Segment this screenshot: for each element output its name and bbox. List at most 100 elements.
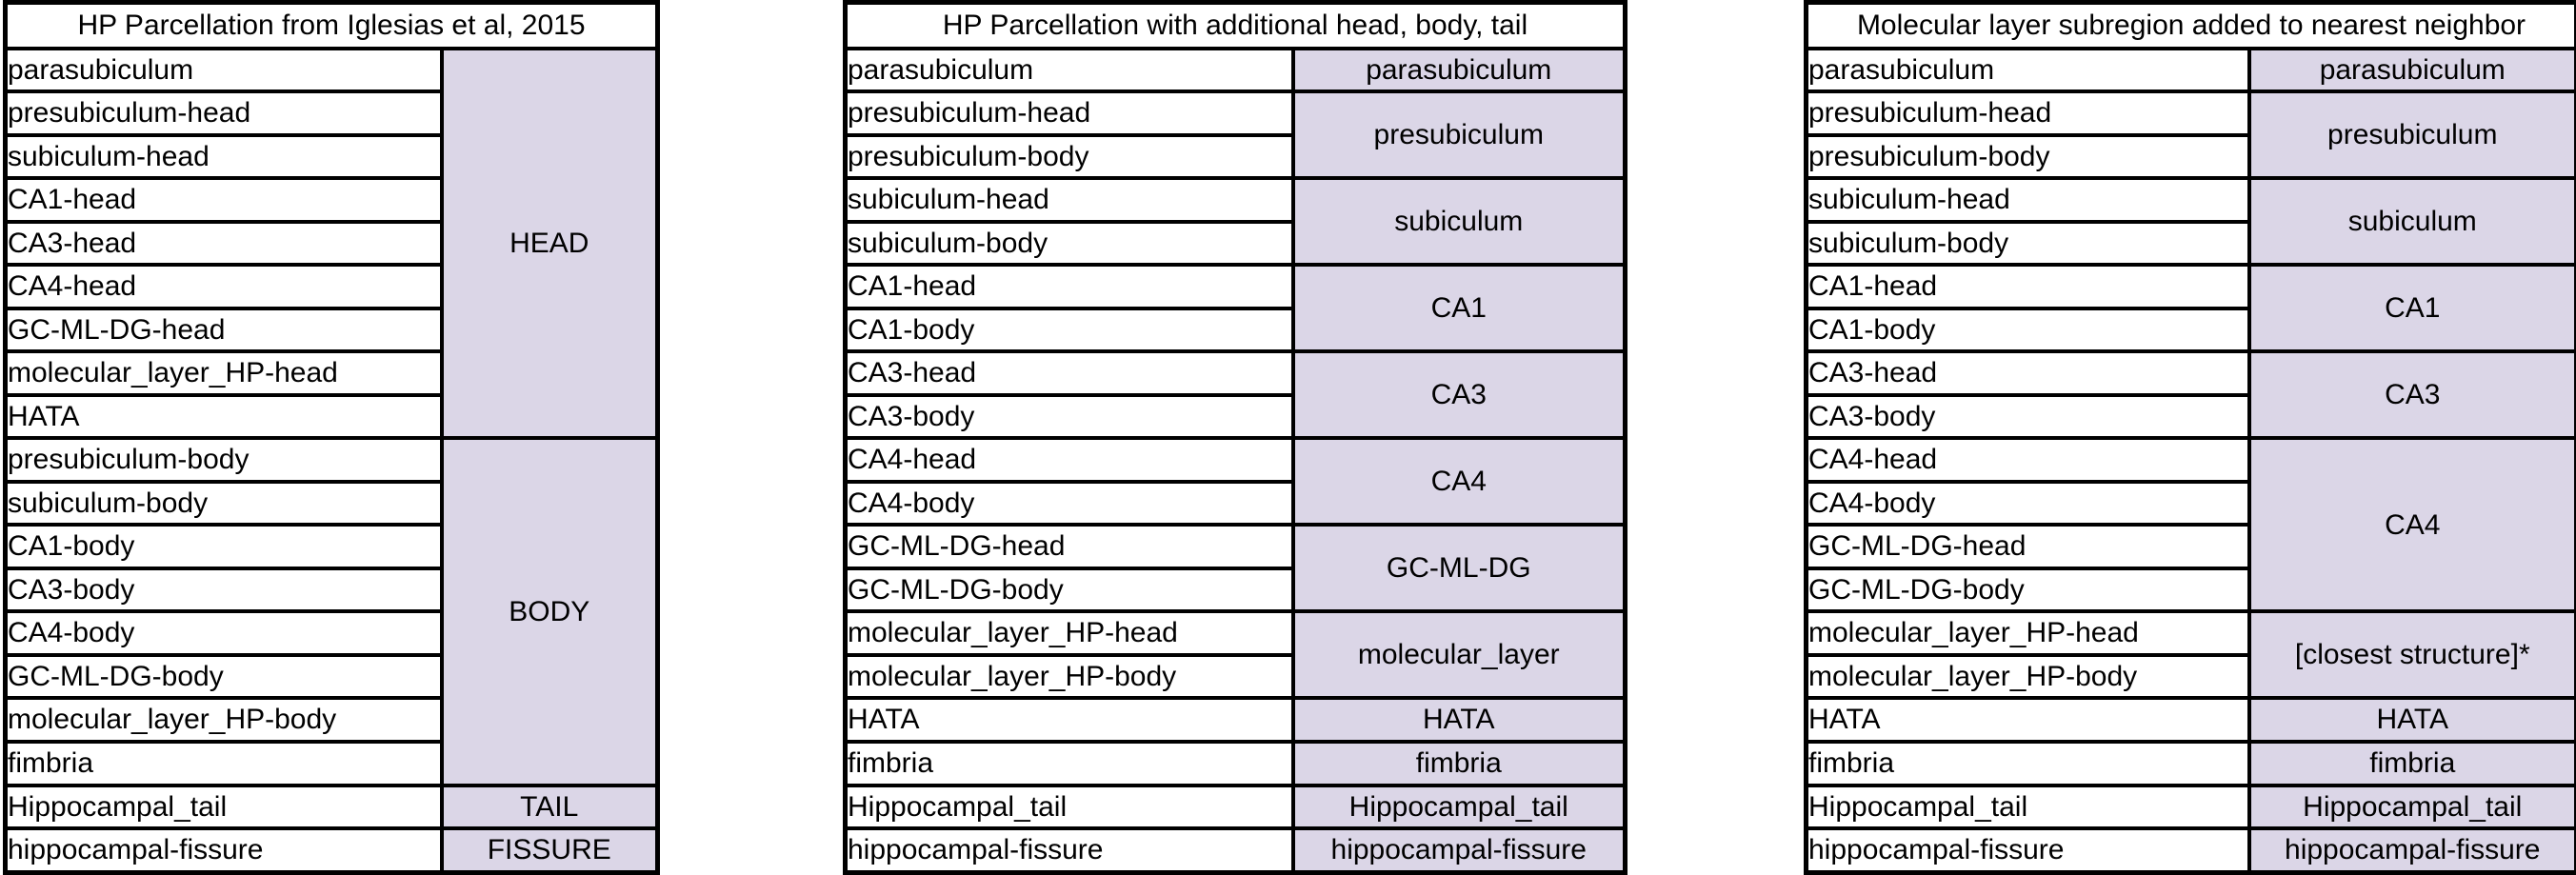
table-row: presubiculum-body: [1804, 132, 2576, 181]
parcellation-table-1: HP Parcellation from Iglesias et al, 201…: [3, 0, 660, 875]
table-row: subiculum-body: [1804, 219, 2576, 268]
source-label-cell: molecular_layer_HP-body: [1804, 652, 2251, 701]
source-label-cell: fimbria: [3, 740, 444, 787]
source-label-cell: CA1-body: [3, 523, 444, 570]
source-label-cell: CA3-head: [3, 219, 444, 268]
target-group-cell: subiculum: [1290, 176, 1627, 268]
source-label-cell: subiculum-body: [3, 479, 444, 527]
table-row: molecular_layer_HP-head[closest structur…: [1804, 609, 2576, 701]
target-group-cell: hippocampal-fissure: [2247, 826, 2576, 875]
table-row: CA4-body: [1804, 479, 2576, 527]
source-label-cell: CA4-body: [3, 609, 444, 657]
source-label-cell: hippocampal-fissure: [3, 826, 444, 875]
table-row: GC-ML-DG-body: [3, 652, 658, 701]
table-title: HP Parcellation from Iglesias et al, 201…: [3, 0, 660, 50]
target-group-cell: CA4: [2247, 436, 2576, 614]
source-label-cell: subiculum-head: [1804, 176, 2251, 224]
target-group-cell: HATA: [2247, 696, 2576, 744]
target-group-cell: subiculum: [2247, 176, 2576, 268]
target-group-cell: HATA: [1290, 696, 1627, 744]
source-label-cell: molecular_layer_HP-body: [843, 652, 1295, 701]
source-label-cell: GC-ML-DG-head: [1804, 523, 2251, 570]
table-title: HP Parcellation with additional head, bo…: [843, 0, 1627, 50]
source-label-cell: GC-ML-DG-head: [3, 306, 444, 354]
table-row: molecular_layer_HP-body: [1804, 652, 2576, 701]
table-row: molecular_layer_HP-body: [3, 696, 658, 744]
table-row: molecular_layer_HP-body: [843, 652, 1626, 701]
table-row: presubiculum-body: [843, 132, 1626, 181]
source-label-cell: hippocampal-fissure: [1804, 826, 2251, 875]
source-label-cell: presubiculum-head: [843, 89, 1295, 137]
source-label-cell: CA3-head: [843, 349, 1295, 397]
source-label-cell: HATA: [3, 392, 444, 441]
source-label-cell: presubiculum-head: [3, 89, 444, 137]
table-row: GC-ML-DG-head: [3, 306, 658, 354]
source-label-cell: CA4-head: [843, 436, 1295, 484]
table-row: presubiculum-head: [3, 89, 658, 137]
source-label-cell: CA4-head: [3, 263, 444, 310]
source-label-cell: presubiculum-body: [1804, 132, 2251, 181]
source-label-cell: molecular_layer_HP-body: [3, 696, 444, 744]
source-label-cell: Hippocampal_tail: [3, 783, 444, 831]
source-label-cell: molecular_layer_HP-head: [1804, 609, 2251, 657]
source-label-cell: Hippocampal_tail: [843, 783, 1295, 831]
table-row: fimbria: [3, 740, 658, 787]
source-label-cell: CA3-head: [1804, 349, 2251, 397]
table-row: CA3-head: [3, 219, 658, 268]
source-label-cell: GC-ML-DG-body: [3, 652, 444, 701]
source-label-cell: CA4-head: [1804, 436, 2251, 484]
source-label-cell: presubiculum-body: [843, 132, 1295, 181]
table-row: CA1-head: [3, 176, 658, 224]
source-label-cell: CA3-body: [3, 566, 444, 614]
target-group-cell: CA3: [2247, 349, 2576, 441]
table-row: CA1-body: [3, 523, 658, 570]
table-row: CA3-body: [3, 566, 658, 614]
target-group-cell: TAIL: [439, 783, 660, 831]
table-row: CA4-body: [843, 479, 1626, 527]
target-group-cell: presubiculum: [1290, 89, 1627, 181]
source-label-cell: GC-ML-DG-head: [843, 523, 1295, 570]
table-title-row: HP Parcellation with additional head, bo…: [843, 0, 1627, 50]
table-row: CA3-body: [843, 392, 1626, 441]
source-label-cell: presubiculum-head: [1804, 89, 2251, 137]
source-label-cell: fimbria: [843, 740, 1295, 787]
target-group-cell: [closest structure]*: [2247, 609, 2576, 701]
source-label-cell: subiculum-body: [1804, 219, 2251, 268]
source-label-cell: CA1-head: [843, 263, 1295, 310]
source-label-cell: CA3-body: [843, 392, 1295, 441]
target-group-cell: CA1: [1290, 263, 1627, 354]
source-label-cell: subiculum-body: [843, 219, 1295, 268]
source-label-cell: presubiculum-body: [3, 436, 444, 484]
table-row: GC-ML-DG-body: [1804, 566, 2576, 614]
source-label-cell: CA3-body: [1804, 392, 2251, 441]
table-row: GC-ML-DG-body: [843, 566, 1626, 614]
target-group-cell: CA4: [1290, 436, 1627, 527]
target-group-cell: HEAD: [439, 46, 660, 441]
target-group-cell: parasubiculum: [2247, 46, 2576, 94]
source-label-cell: molecular_layer_HP-head: [843, 609, 1295, 657]
source-label-cell: subiculum-head: [843, 176, 1295, 224]
table-row: HATA: [3, 392, 658, 441]
source-label-cell: CA1-body: [843, 306, 1295, 354]
target-group-cell: presubiculum: [2247, 89, 2576, 181]
target-group-cell: fimbria: [2247, 740, 2576, 787]
source-label-cell: CA1-body: [1804, 306, 2251, 354]
source-label-cell: molecular_layer_HP-head: [3, 349, 444, 397]
source-label-cell: subiculum-head: [3, 132, 444, 181]
